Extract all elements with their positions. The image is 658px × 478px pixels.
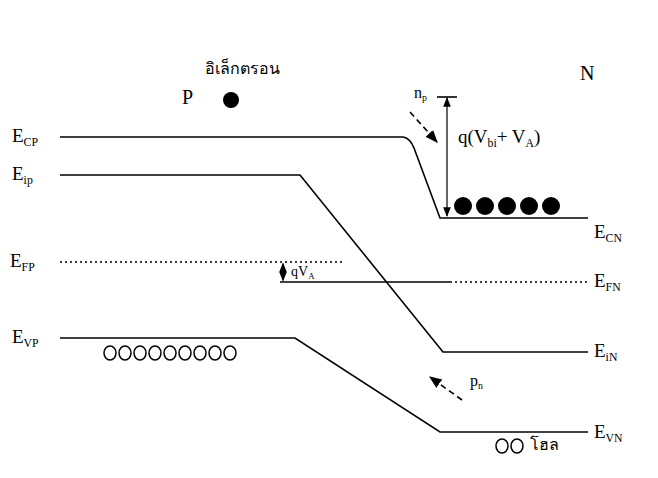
subscript-text: p <box>422 92 427 103</box>
label-text: E <box>594 421 606 442</box>
holes-n <box>496 439 523 453</box>
label-text: P <box>182 86 193 108</box>
subscript-text: VP <box>24 337 39 350</box>
label-text: อิเล็กตรอน <box>205 59 280 78</box>
subscript-text: FP <box>22 261 35 274</box>
carrier-label: np <box>414 84 427 102</box>
hole-injection-arrow <box>430 377 462 400</box>
label-text: q(V <box>458 126 488 147</box>
electron-label: อิเล็กตรอน <box>205 60 280 78</box>
bias-bracket <box>282 264 283 281</box>
label-text: p <box>470 372 478 389</box>
band-label: Eip <box>12 163 33 185</box>
label-text: qV <box>291 264 308 279</box>
electron <box>223 92 239 108</box>
electrons-n <box>454 197 560 215</box>
subscript-text: ip <box>24 174 33 187</box>
subscript-text: n <box>478 380 483 391</box>
label-text: E <box>12 125 24 146</box>
label-text: E <box>12 326 24 347</box>
subscript-text: A <box>308 271 314 281</box>
label-text: E <box>594 340 606 361</box>
region-label: P <box>182 86 193 109</box>
band-label: EiN <box>594 340 617 362</box>
subscript-text: FN <box>606 281 621 294</box>
label-text: ) <box>534 126 540 147</box>
barrier-arrow <box>446 98 447 216</box>
hole-label: โฮล <box>530 436 559 454</box>
holes-p <box>104 346 236 360</box>
label-text: E <box>10 250 22 271</box>
region-label: N <box>580 62 594 85</box>
fermi-level-n-dotted <box>450 281 588 283</box>
subscript-text: A <box>526 137 535 150</box>
label-text: N <box>580 62 594 84</box>
valence-band <box>60 338 588 432</box>
label-text: E <box>594 221 606 242</box>
barrier-tick <box>437 96 457 98</box>
band-label: EFN <box>594 270 621 292</box>
band-label: ECP <box>12 125 38 147</box>
subscript-text: VN <box>606 432 623 445</box>
band-label: ECN <box>594 221 622 243</box>
carrier-label: pn <box>470 372 483 390</box>
fermi-level-p <box>60 261 345 263</box>
band-label: EVN <box>594 421 623 443</box>
label-text: โฮล <box>530 435 559 454</box>
electron-injection-arrow <box>410 112 437 142</box>
label-text: + V <box>497 126 526 147</box>
intrinsic-level <box>60 175 588 352</box>
barrier-label: q(Vbi+ VA) <box>458 126 540 148</box>
fermi-level-n <box>280 281 450 283</box>
band-label: EFP <box>10 250 35 272</box>
subscript-text: iN <box>606 351 618 364</box>
subscript-text: CP <box>24 136 38 149</box>
subscript-text: bi <box>488 137 497 150</box>
label-text: E <box>594 270 606 291</box>
label-text: n <box>414 84 422 101</box>
label-text: E <box>12 163 24 184</box>
subscript-text: CN <box>606 232 622 245</box>
band-label: EVP <box>12 326 39 348</box>
bias-label: qVA <box>291 264 314 280</box>
